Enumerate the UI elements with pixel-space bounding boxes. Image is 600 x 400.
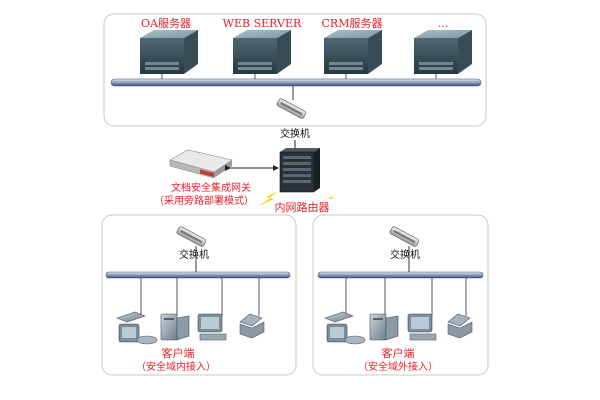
inner-client-icon-2 — [160, 313, 190, 341]
router-label: 内网路由器 — [275, 200, 330, 214]
server-label-oa: OA服务器 — [141, 17, 191, 30]
inner-switch-label: 交换机 — [179, 248, 209, 261]
lightning-icon-left — [258, 191, 278, 206]
server-label-crm: CRM服务器 — [322, 17, 383, 30]
outer-switch-label: 交换机 — [390, 248, 420, 261]
inner-lan-bus — [105, 271, 291, 279]
gateway-label-line1: 文档安全集成网关 — [171, 181, 251, 194]
server-icon-more — [414, 30, 472, 74]
outer-client-icon-2 — [369, 313, 399, 341]
outer-client-sub-label: （安全域外接入） — [358, 360, 438, 373]
gateway-label-line2: （采用旁路部署模式） — [154, 194, 254, 207]
server-zone-panel — [103, 13, 487, 127]
inner-client-sub-label: （安全域内接入） — [136, 360, 216, 373]
inner-client-label: 客户端 — [162, 346, 195, 360]
outer-client-icon-3 — [407, 313, 437, 341]
outer-lan-panel — [312, 214, 489, 376]
inner-lan-panel — [101, 214, 297, 376]
server-bus — [110, 78, 482, 87]
security-gateway-icon — [169, 149, 233, 179]
server-label-web: WEB SERVER — [223, 17, 302, 30]
server-label-more: … — [438, 17, 449, 30]
inner-client-icon-4 — [239, 313, 265, 339]
server-icon-web — [233, 30, 291, 74]
server-icon-oa — [140, 30, 198, 74]
inner-switch-icon — [176, 226, 207, 247]
core-switch-label: 交换机 — [280, 127, 310, 140]
lightning-icon-right — [324, 191, 344, 206]
server-icon-crm — [324, 30, 382, 74]
inner-client-icon-3 — [197, 313, 227, 341]
outer-client-label: 客户端 — [382, 346, 415, 360]
inner-client-icon-1 — [116, 311, 158, 345]
outer-switch-icon — [389, 226, 420, 247]
core-switch-icon — [276, 98, 307, 119]
outer-lan-bus — [317, 271, 484, 279]
outer-client-icon-1 — [324, 311, 366, 345]
outer-client-icon-4 — [447, 313, 473, 339]
core-router-icon — [279, 148, 320, 193]
